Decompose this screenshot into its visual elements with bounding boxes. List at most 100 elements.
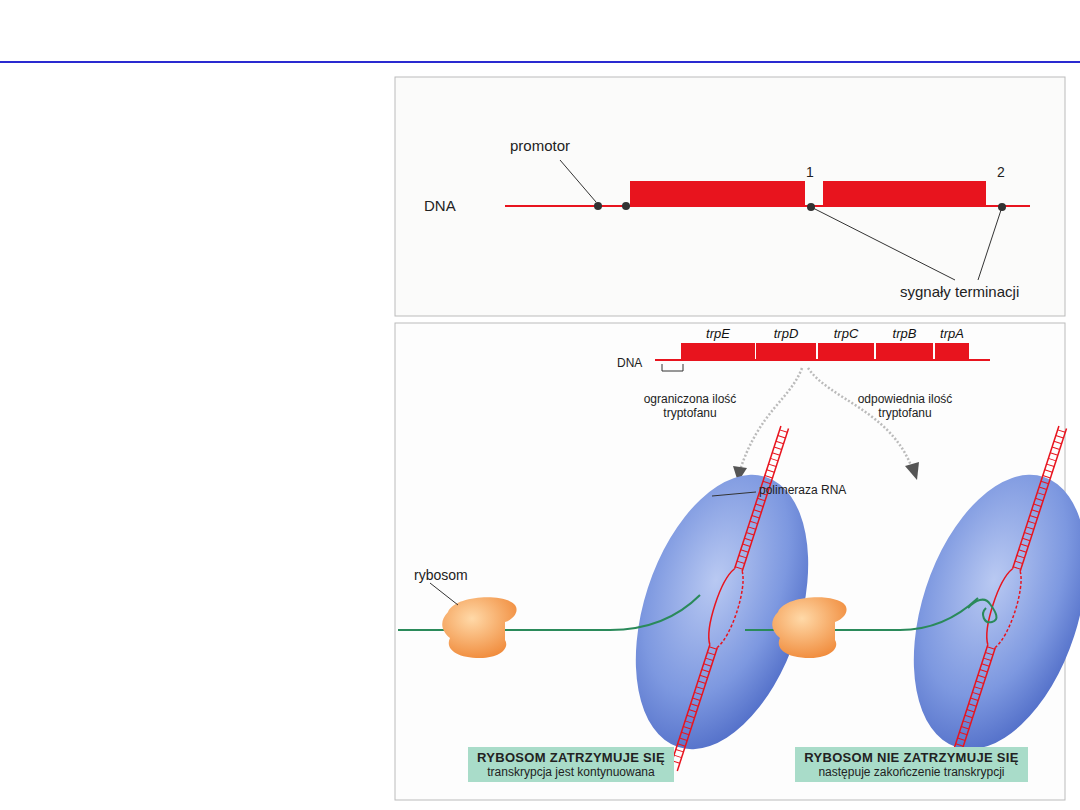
- base-pair: [687, 715, 695, 717]
- base-pair: [1017, 555, 1025, 557]
- caption-heading: RYBOSOM ZATRZYMUJE SIĘ: [476, 750, 666, 765]
- base-pair: [704, 664, 712, 666]
- gene-box: trpD: [756, 343, 816, 360]
- base-pair: [987, 647, 995, 649]
- base-pair: [744, 538, 752, 540]
- base-pair: [709, 647, 717, 649]
- dna-strand: [717, 571, 749, 649]
- top-panel: [395, 77, 1065, 316]
- ribosome: [772, 597, 846, 658]
- gene-box: trpC: [818, 343, 874, 360]
- base-pair: [1032, 510, 1040, 512]
- base-pair: [696, 687, 704, 689]
- base-pair: [681, 732, 689, 734]
- text-label: sygnały terminacji: [900, 283, 1019, 300]
- base-pair: [984, 658, 992, 660]
- rna-polymerase: [882, 453, 1080, 771]
- base-pair: [1021, 544, 1029, 546]
- base-pair: [678, 744, 686, 746]
- gene-box: trpE: [681, 343, 755, 360]
- dna-double-helix: [663, 424, 796, 773]
- base-pair: [694, 692, 702, 694]
- base-pair: [739, 555, 747, 557]
- base-pair: [963, 721, 971, 723]
- gene-name: trpE: [681, 326, 755, 343]
- base-pair: [757, 498, 765, 500]
- base-pair: [689, 709, 697, 711]
- leader-line: [712, 492, 756, 496]
- base-pair: [1045, 470, 1053, 472]
- base-pair: [693, 698, 701, 700]
- base-pair: [769, 464, 777, 466]
- base-pair: [674, 755, 682, 757]
- base-pair: [972, 692, 980, 694]
- gene-name: trpD: [756, 326, 816, 343]
- leader-line: [560, 160, 596, 202]
- base-pair: [967, 709, 975, 711]
- base-pair: [980, 670, 988, 672]
- base-pair: [767, 470, 775, 472]
- base-pair: [961, 727, 969, 729]
- terminator-hairpin: [968, 600, 996, 623]
- base-pair: [1030, 515, 1038, 517]
- gene-box: trpA: [935, 343, 969, 360]
- base-pair: [774, 447, 782, 449]
- base-pair: [746, 533, 754, 535]
- base-pair: [976, 681, 984, 683]
- caption-heading: RYBOSOM NIE ZATRZYMUJE SIĘ: [803, 750, 1020, 765]
- base-pair: [750, 521, 758, 523]
- base-pair: [1019, 550, 1027, 552]
- text-label: ograniczona ilość tryptofanu: [635, 393, 745, 421]
- text-label: 2: [997, 164, 1005, 180]
- base-pair: [702, 670, 710, 672]
- dna-strand: [1013, 426, 1059, 569]
- helix-body: [663, 424, 796, 773]
- caption-box: RYBOSOM ZATRZYMUJE SIĘtranskrypcja jest …: [468, 747, 674, 782]
- base-pair: [985, 652, 993, 654]
- base-pair: [965, 715, 973, 717]
- base-pair: [959, 732, 967, 734]
- gene-block: [823, 181, 986, 206]
- promoter-dot: [622, 202, 630, 210]
- base-pair: [1041, 481, 1049, 483]
- base-pair: [778, 436, 786, 438]
- gene-box: trpB: [876, 343, 933, 360]
- base-pair: [752, 515, 760, 517]
- caption-body: następuje zakończenie transkrypcji: [803, 765, 1020, 779]
- base-pair: [1058, 430, 1066, 432]
- base-pair: [741, 550, 749, 552]
- base-pair: [1047, 464, 1055, 466]
- base-pair: [780, 430, 788, 432]
- gene-block: [630, 181, 805, 206]
- dna-strand: [703, 566, 735, 644]
- base-pair: [756, 504, 764, 506]
- gene-name: trpA: [935, 326, 969, 343]
- text-label: DNA: [424, 197, 456, 214]
- gene-name: trpB: [876, 326, 933, 343]
- base-pair: [1035, 498, 1043, 500]
- base-pair: [958, 738, 966, 740]
- base-pair: [707, 652, 715, 654]
- base-pair: [685, 721, 693, 723]
- base-pair: [1015, 561, 1023, 563]
- dna-strand: [981, 566, 1013, 644]
- base-pair: [700, 675, 708, 677]
- leader-line: [978, 207, 1002, 280]
- base-pair: [1013, 567, 1021, 569]
- header-rule: [0, 61, 1080, 63]
- base-pair: [1052, 447, 1060, 449]
- dna-strand: [735, 426, 781, 569]
- caption-body: transkrypcja jest kontynuowana: [476, 765, 666, 779]
- text-label: 1: [806, 164, 814, 180]
- base-pair: [1022, 538, 1030, 540]
- text-label: odpowiednia ilość tryptofanu: [850, 393, 960, 421]
- leader-line: [811, 207, 955, 280]
- base-pair: [772, 453, 780, 455]
- base-pair: [1056, 436, 1064, 438]
- dna-strand: [1020, 429, 1066, 572]
- base-pair: [969, 704, 977, 706]
- dna-strand: [995, 571, 1027, 649]
- base-pair: [1034, 504, 1042, 506]
- base-pair: [735, 567, 743, 569]
- base-pair: [737, 561, 745, 563]
